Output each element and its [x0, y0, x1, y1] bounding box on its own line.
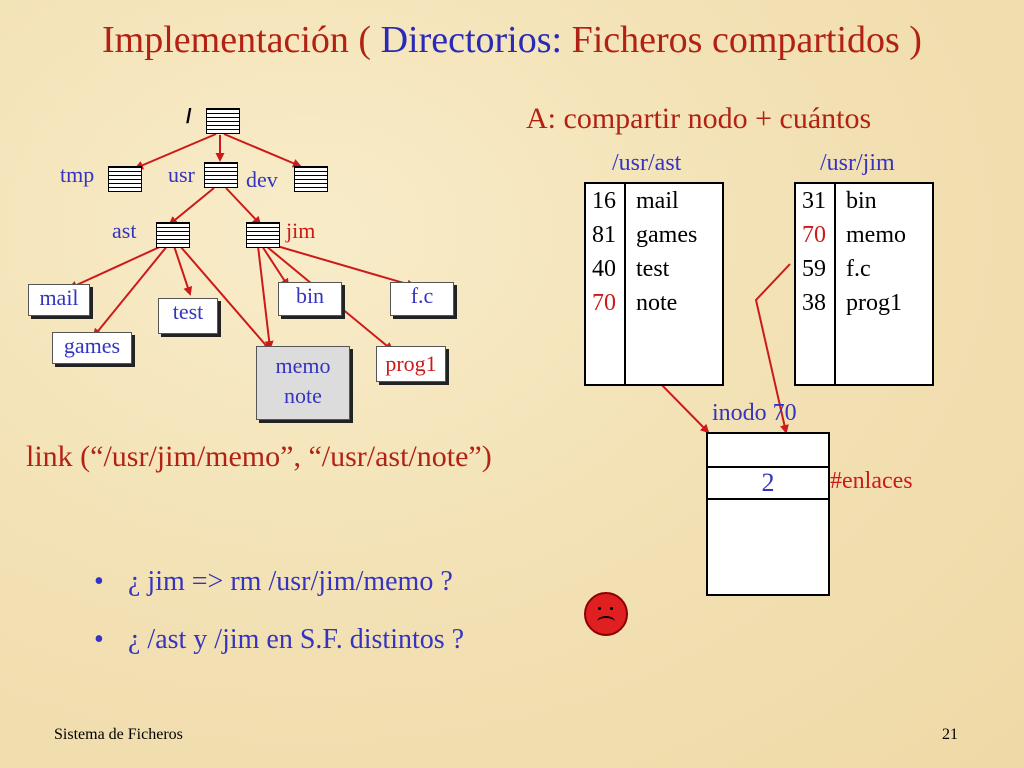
file-memo-label: memo: [275, 353, 331, 378]
dir-ast-name-3: note: [636, 290, 678, 316]
file-fc[interactable]: f.c: [390, 282, 454, 316]
tmp-label: tmp: [60, 162, 95, 187]
title-part1: Implementación (: [102, 19, 381, 61]
dir-jim-name-2: f.c: [846, 256, 871, 282]
edge-usr-jim: [225, 187, 262, 226]
tmp-dir-icon[interactable]: [108, 166, 142, 192]
inode-count-label: #enlaces: [830, 468, 913, 494]
dev-dir-icon[interactable]: [294, 166, 328, 192]
file-games-label: games: [63, 333, 121, 358]
pointer-jim-memo-inode: [754, 263, 791, 434]
inode-line-bottom: [708, 498, 828, 500]
file-note-label: note: [284, 383, 322, 408]
edge-ast-mail: [68, 244, 165, 290]
edge-ast-test: [173, 245, 193, 296]
sad-face-left-eye: [598, 607, 601, 610]
footer-page-number: 21: [942, 726, 958, 743]
file-mail-label: mail: [39, 285, 79, 310]
file-memo-note[interactable]: memo note: [256, 346, 350, 420]
footer-left: Sistema de Ficheros: [54, 726, 183, 743]
inode-link-count: 2: [761, 468, 775, 497]
slide-title: Implementación ( Directorios: Ficheros c…: [0, 18, 1024, 62]
root-dir-icon[interactable]: [206, 108, 240, 134]
dir-ast-table: 16 mail 81 games 40 test 70 note: [584, 182, 724, 386]
dir-ast-ino-1: 81: [592, 222, 616, 248]
dir-jim-ino-2: 59: [802, 256, 826, 282]
file-bin-label: bin: [295, 283, 325, 308]
usr-label: usr: [168, 162, 195, 187]
file-prog1[interactable]: prog1: [376, 346, 446, 382]
dir-jim-ino-3: 38: [802, 290, 826, 316]
file-bin[interactable]: bin: [278, 282, 342, 316]
inode-label: inodo 70: [712, 400, 797, 426]
root-label: /: [186, 106, 192, 128]
file-games[interactable]: games: [52, 332, 132, 364]
link-command: link (“/usr/jim/memo”, “/usr/ast/note”): [26, 440, 492, 473]
dev-label: dev: [246, 167, 278, 192]
dir-ast-divider: [624, 184, 626, 384]
edge-ast-games: [92, 244, 169, 338]
title-part2: Directorios:: [380, 19, 563, 61]
dir-jim-name-3: prog1: [846, 290, 902, 316]
sad-face-icon: [584, 592, 628, 636]
sad-face-right-eye: [610, 607, 613, 610]
bullet-dot-0: •: [94, 566, 104, 597]
dir-ast-name-1: games: [636, 222, 698, 248]
ast-label: ast: [112, 218, 137, 243]
dir-ast-ino-2: 40: [592, 256, 616, 282]
dir-jim-table: 31 bin 70 memo 59 f.c 38 prog1: [794, 182, 934, 386]
edge-usr-ast: [168, 187, 215, 226]
dir-jim-label: /usr/jim: [820, 150, 895, 176]
file-mail[interactable]: mail: [28, 284, 90, 316]
bullet-text-0: ¿ jim => rm /usr/jim/memo ?: [128, 566, 453, 597]
dir-jim-ino-0: 31: [802, 188, 826, 214]
subtitle: A: compartir nodo + cuántos: [526, 102, 872, 135]
dir-jim-divider: [834, 184, 836, 384]
dir-ast-ino-0: 16: [592, 188, 616, 214]
bullet-text-1: ¿ /ast y /jim en S.F. distintos ?: [128, 624, 465, 655]
inode-box: 2: [706, 432, 830, 596]
dir-ast-name-2: test: [636, 256, 670, 282]
dir-ast-label: /usr/ast: [612, 150, 682, 176]
title-part3: Ficheros compartidos ): [562, 19, 922, 61]
inode-line-top: [708, 466, 828, 468]
edge-root-tmp: [134, 133, 217, 170]
edge-jim-bin: [261, 245, 290, 288]
file-prog1-label: prog1: [385, 351, 437, 376]
dir-ast-ino-3: 70: [592, 290, 616, 316]
usr-dir-icon[interactable]: [204, 162, 238, 188]
edge-ast-memo: [179, 245, 272, 352]
dir-ast-name-0: mail: [636, 188, 679, 214]
file-fc-label: f.c: [410, 283, 434, 308]
jim-dir-icon[interactable]: [246, 222, 280, 248]
sad-face-mouth: [597, 616, 615, 628]
file-test-label: test: [172, 299, 204, 324]
file-test[interactable]: test: [158, 298, 218, 334]
bullet-dot-1: •: [94, 624, 104, 655]
ast-dir-icon[interactable]: [156, 222, 190, 248]
jim-label: jim: [286, 218, 316, 243]
dir-jim-ino-1: 70: [802, 222, 826, 248]
dir-jim-name-1: memo: [846, 222, 906, 248]
dir-jim-name-0: bin: [846, 188, 877, 214]
edge-root-dev: [223, 133, 302, 168]
edge-jim-memo: [257, 245, 274, 350]
edge-jim-fc: [269, 243, 416, 289]
